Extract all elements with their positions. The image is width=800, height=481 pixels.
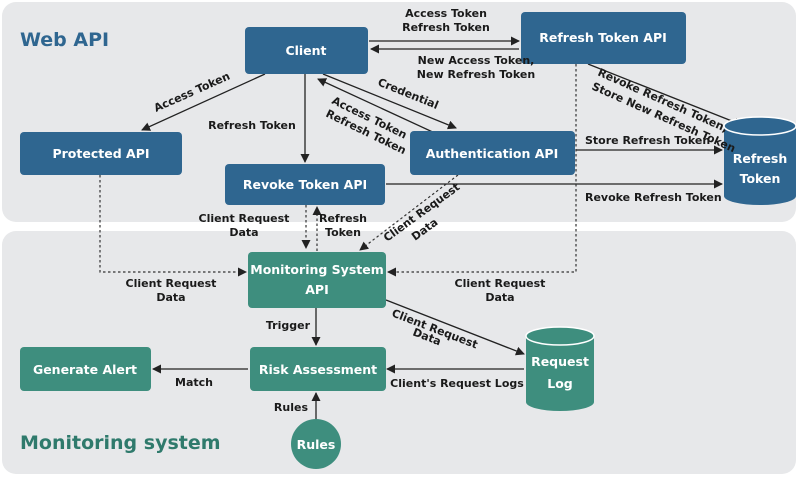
request-log-node: Request Log — [525, 326, 595, 411]
client-node — [245, 27, 368, 74]
edge-label-revoke-to-monitor-2: Data — [229, 226, 258, 239]
edge-label-monitor-to-revoke-2: Token — [325, 226, 361, 239]
edge-auth-to-client — [317, 78, 438, 135]
edge-label-protected-to-monitor-1: Client Request — [126, 277, 217, 290]
monitoring-system-api-node — [248, 252, 386, 308]
edge-label-client-to-revoke: Refresh Token — [208, 119, 296, 132]
protected-api-node — [20, 132, 182, 175]
risk-assessment-node — [250, 347, 386, 391]
risk-assessment-label: Risk Assessment — [259, 362, 377, 377]
monitoring-api-label-2: API — [305, 282, 329, 297]
edge-label-match: Match — [175, 376, 213, 389]
edge-credential — [322, 73, 457, 130]
protected-api-label: Protected API — [52, 146, 149, 161]
edge-label-client-to-refresh-2: Refresh Token — [402, 21, 490, 34]
monitoring-system-title: Monitoring system — [20, 432, 221, 454]
request-log-label-2: Log — [547, 376, 573, 391]
refresh-token-api-node — [521, 12, 686, 64]
edge-label-monitor-to-revoke-1: Refresh — [319, 212, 367, 225]
edge-label-refresh-to-client-2: New Refresh Token — [417, 68, 535, 81]
edge-auth-to-monitor — [359, 174, 459, 251]
edge-label-log-to-risk: Client's Request Logs — [390, 377, 524, 390]
monitoring-api-label-1: Monitoring System — [250, 262, 384, 277]
edge-label-trigger: Trigger — [266, 319, 311, 332]
authentication-api-label: Authentication API — [426, 146, 559, 161]
revoke-token-api-node — [225, 164, 385, 205]
generate-alert-node — [20, 347, 151, 391]
client-label: Client — [285, 43, 326, 58]
edge-label-protected-to-monitor-2: Data — [156, 291, 185, 304]
rules-node — [291, 419, 341, 469]
edge-monitor-to-log — [385, 299, 525, 356]
edge-label-rules: Rules — [274, 401, 309, 414]
edge-client-to-protected-api — [141, 73, 266, 131]
revoke-token-api-label: Revoke Token API — [243, 177, 367, 192]
edge-label-refresh-api-to-monitor-1: Client Request — [455, 277, 546, 290]
edge-protected-to-monitor — [99, 175, 247, 277]
refresh-token-store-node: Refresh Token — [723, 116, 797, 205]
web-api-title: Web API — [20, 29, 109, 51]
refresh-token-store-label-1: Refresh — [733, 151, 788, 166]
edge-label-client-to-refresh-1: Access Token — [405, 7, 487, 20]
request-log-label-1: Request — [531, 354, 589, 369]
edge-label-refresh-api-to-monitor-2: Data — [485, 291, 514, 304]
generate-alert-label: Generate Alert — [33, 362, 137, 377]
edge-label-revoke-to-store: Revoke Refresh Token — [585, 191, 722, 204]
rules-label: Rules — [297, 437, 336, 452]
authentication-api-node — [410, 131, 575, 175]
refresh-token-store-label-2: Token — [740, 171, 781, 186]
monitoring-system-panel — [2, 231, 796, 474]
edge-refresh-api-to-store — [587, 63, 743, 127]
refresh-token-api-label: Refresh Token API — [539, 30, 667, 45]
edge-label-refresh-to-client-1: New Access Token, — [418, 54, 535, 67]
edge-label-auth-to-store: Store Refresh Token — [585, 134, 710, 147]
edge-label-revoke-to-monitor-1: Client Request — [199, 212, 290, 225]
